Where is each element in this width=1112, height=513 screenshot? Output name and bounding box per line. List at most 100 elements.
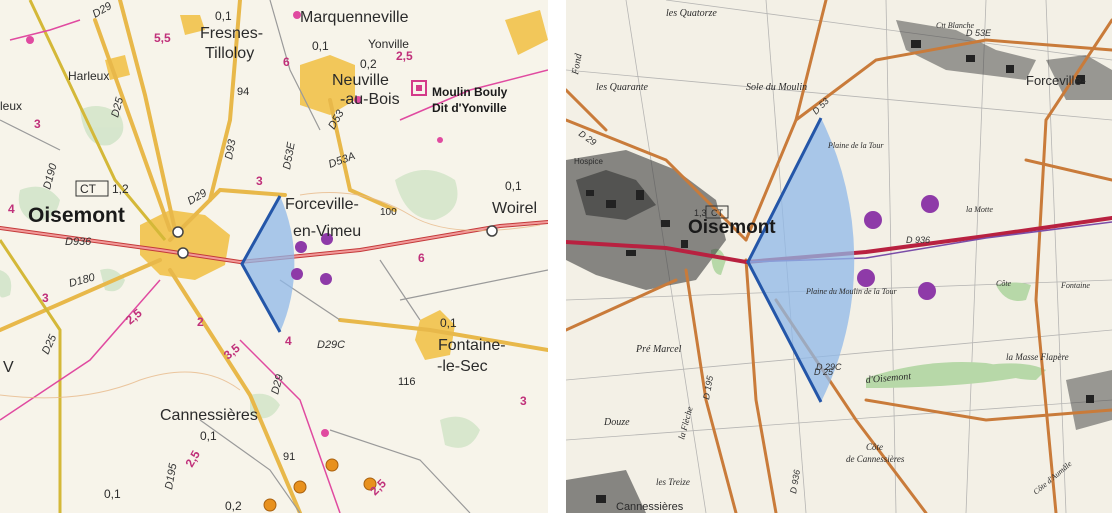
wind-sector-edge-right — [746, 117, 823, 403]
place-label: Sole du Moulin — [746, 82, 807, 93]
turbine-marker[interactable] — [295, 241, 307, 253]
place-en-vimeu: en-Vimeu — [293, 223, 361, 240]
map-letter: V — [3, 359, 14, 376]
distance-label: 0,1 — [200, 429, 217, 443]
distance-label: 0,1 — [312, 39, 329, 53]
road-label: D 936 — [906, 235, 930, 245]
turbine-marker[interactable] — [291, 268, 303, 280]
place-label: Plaine du Moulin de la Tour — [805, 287, 897, 296]
place-label: Fond — [570, 52, 585, 77]
existing-turbine-marker[interactable] — [293, 480, 307, 494]
distance-label: 0,1 — [505, 179, 522, 193]
distance-label: 2,5 — [396, 49, 413, 63]
wind-sector-edge-left — [240, 195, 282, 333]
place-fontaine: Fontaine- — [438, 337, 506, 354]
place-label: la Motte — [966, 205, 993, 214]
turbine-marker[interactable] — [864, 211, 882, 229]
road-label: D936 — [65, 236, 92, 248]
road-label: D93 — [223, 138, 238, 161]
turbine-marker[interactable] — [918, 282, 936, 300]
place-yonville: Yonville — [368, 37, 409, 51]
turbine-marker[interactable] — [320, 273, 332, 285]
turbine-marker[interactable] — [857, 269, 875, 287]
place-marquenneville: Marquenneville — [300, 9, 409, 26]
road-label: D 29C — [816, 362, 842, 372]
wind-sector-left[interactable] — [242, 196, 295, 332]
place-leux: leux — [0, 99, 22, 113]
distance-label: 1,3 — [694, 208, 707, 218]
place-label: Forceville- — [1026, 73, 1086, 88]
existing-turbine-marker[interactable] — [363, 477, 377, 491]
place-labels-left: Marquenneville Fresnes- Tilloloy Yonvill… — [0, 9, 537, 424]
distance-label: 5,5 — [154, 31, 171, 45]
distance-label: 4 — [285, 334, 292, 348]
place-label: les Quarante — [596, 82, 649, 93]
turbine-marker[interactable] — [321, 233, 333, 245]
road-label: D 53E — [966, 28, 992, 38]
existing-turbine-marker[interactable] — [325, 458, 339, 472]
place-oisemont: Oisemont — [28, 204, 125, 227]
place-harleux: Harleux — [68, 69, 109, 83]
distance-label: 1,2 — [112, 182, 129, 196]
map-left-svg: Marquenneville Fresnes- Tilloloy Yonvill… — [0, 0, 548, 513]
road-label: D 936 — [788, 469, 802, 494]
altitude-label: 91 — [283, 451, 295, 463]
place-neuville: Neuville — [332, 72, 389, 89]
place-label: Ctt Blanche — [936, 21, 974, 30]
road-label: D29C — [317, 339, 345, 351]
distance-label: 3 — [256, 174, 263, 188]
road-label: D29 — [269, 373, 286, 396]
place-label: de Cannessières — [846, 454, 905, 464]
place-label: les Treize — [656, 477, 690, 487]
moulin-label-1: Moulin Bouly — [432, 85, 508, 99]
ct-label: CT — [80, 182, 97, 196]
place-woirel: Woirel — [492, 200, 537, 217]
distance-label: 6 — [418, 251, 425, 265]
buildings — [586, 40, 1094, 503]
turbine-marker[interactable] — [921, 195, 939, 213]
yellow-roads — [0, 0, 167, 513]
place-label: Douze — [603, 417, 630, 428]
place-le-sec: -le-Sec — [437, 358, 488, 375]
distance-label: 6 — [283, 55, 290, 69]
place-label: Cannessières — [616, 501, 684, 513]
existing-turbines — [263, 458, 377, 512]
place-label: Hospice — [574, 157, 603, 166]
distance-label: 0,1 — [104, 487, 121, 501]
place-forceville: Forceville- — [285, 196, 359, 213]
altitude-label: 94 — [237, 86, 249, 98]
place-label: les Quatorze — [666, 8, 717, 19]
map-right[interactable]: les Quatorze Fond les Quarante Sole du M… — [566, 0, 1112, 513]
road-label: D53E — [281, 141, 298, 171]
number-labels-left: 5,5 0,1 0,1 0,2 2,5 94 6 3 3 1,2 4 0,1 1… — [3, 9, 527, 513]
altitude-label: 116 — [398, 376, 416, 388]
urban-area — [566, 20, 1112, 513]
minor-roads — [0, 19, 548, 513]
place-label: Plaine de la Tour — [827, 141, 884, 150]
wind-sector-right[interactable] — [748, 118, 855, 402]
planned-turbines-right — [857, 195, 939, 300]
distance-label: 3 — [42, 291, 49, 305]
ct-label: CT — [711, 208, 723, 218]
distance-label: 4 — [8, 202, 15, 216]
place-label: Côte — [866, 442, 883, 452]
moulin-label-2: Dit d'Yonville — [432, 101, 507, 115]
place-label: Fontaine — [1060, 281, 1090, 290]
secondary-roads — [0, 0, 548, 513]
place-tilloloy: Tilloloy — [205, 45, 254, 62]
distance-label: 0,2 — [360, 57, 377, 71]
place-oisemont: Oisemont — [688, 217, 776, 238]
place-label: Côte — [996, 279, 1012, 288]
existing-turbine-marker[interactable] — [263, 498, 277, 512]
planned-turbines-left — [291, 233, 333, 285]
distance-label: 0,1 — [440, 316, 457, 330]
woodland-patches — [0, 106, 480, 448]
map-left[interactable]: Marquenneville Fresnes- Tilloloy Yonvill… — [0, 0, 548, 513]
place-fresnes: Fresnes- — [200, 25, 263, 42]
road-label: D25 — [109, 95, 126, 118]
poi-markers — [26, 11, 443, 437]
altitude-label: 100 — [380, 207, 397, 218]
place-cannessieres: Cannessières — [160, 407, 258, 424]
distance-label: 2 — [197, 315, 204, 329]
road-label: D 25 — [814, 367, 834, 377]
